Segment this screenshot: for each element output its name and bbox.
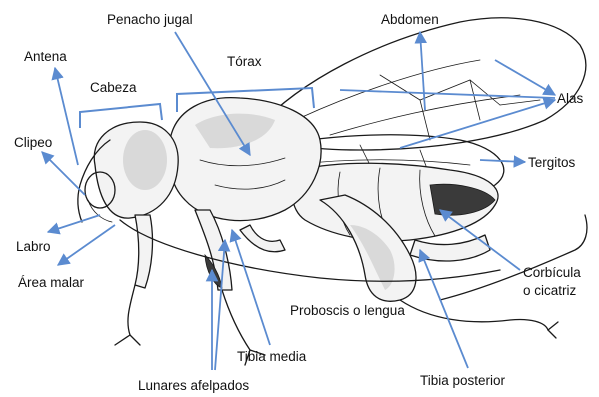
label-torax: Tórax [227,54,262,69]
label-cicatriz: o cicatriz [523,283,577,298]
front-leg [115,215,152,345]
pointer-alas-2 [400,100,555,148]
pointer-antena [55,68,78,165]
label-proboscis: Proboscis o lengua [290,303,405,318]
pointer-tergitos [480,160,525,162]
label-area-malar: Área malar [18,275,85,290]
head-body [85,122,178,222]
middle-leg [195,210,285,365]
pointer-clipeo [42,152,85,195]
label-tibia-media: Tibia media [237,349,307,364]
label-alas: Alas [557,91,584,106]
label-clipeo: Clipeo [14,135,52,150]
label-labro: Labro [16,239,51,254]
label-corbicula: Corbícula [523,265,581,280]
label-penacho-jugal: Penacho jugal [107,12,193,27]
pointer-labro [48,215,100,232]
label-cabeza: Cabeza [90,80,137,95]
pointer-alas-3 [340,90,555,98]
label-lunares-afelpados: Lunares afelpados [138,378,249,393]
pointer-alas-1 [495,60,555,95]
label-abdomen: Abdomen [381,12,439,27]
label-tibia-posterior: Tibia posterior [420,373,506,388]
pointer-area-malar [58,225,115,265]
pointer-abdomen [420,32,425,110]
label-antena: Antena [24,49,67,64]
label-tergitos: Tergitos [528,155,576,170]
pointer-tibia-posterior [420,250,468,368]
